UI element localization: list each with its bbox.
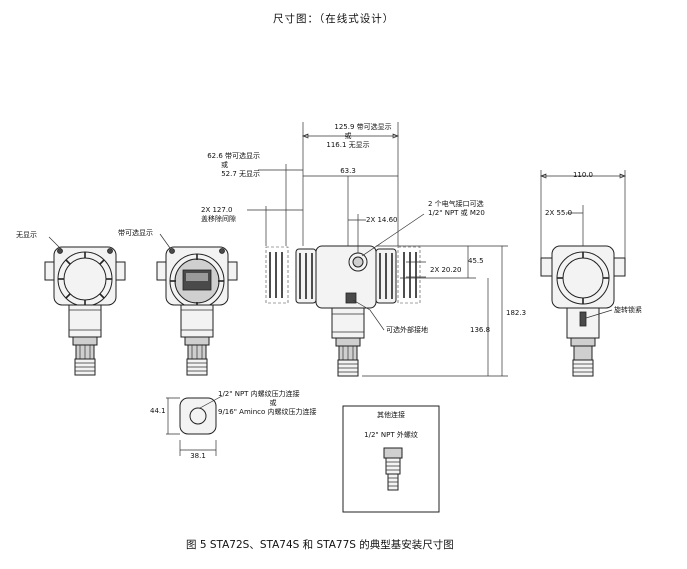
leader-no-display xyxy=(48,236,62,250)
ground-terminal xyxy=(345,292,357,304)
dim-20: 2X 20.20 xyxy=(430,266,462,274)
npt-or: 或 xyxy=(269,399,277,407)
rotation-lock-label: 旋转锁紧 xyxy=(614,306,642,314)
front-view-no-display xyxy=(44,236,126,376)
dim-45: 45.5 xyxy=(468,257,484,265)
dim-14: 2X 14.60 xyxy=(366,216,398,224)
screw xyxy=(219,248,225,254)
dim-136: 136.8 xyxy=(470,326,491,334)
electrical-entry-label: 2 个电气接口可选 xyxy=(428,200,484,208)
dim-52-no-display: 52.7 无显示 xyxy=(221,170,260,178)
screw xyxy=(107,248,113,254)
dim-55: 2X 55.0 xyxy=(545,209,573,217)
screw xyxy=(169,248,175,254)
hex-nut xyxy=(335,337,361,347)
hex-nut xyxy=(184,336,210,346)
dim-38: 38.1 xyxy=(190,452,206,460)
npt-female-label: 1/2" NPT 内螺纹压力连接 xyxy=(218,390,300,398)
leader-with-display xyxy=(159,233,171,249)
page-heading: 尺寸图：（在线式设计） xyxy=(273,13,395,25)
dim-182: 182.3 xyxy=(506,309,527,317)
other-connections-npt: 1/2" NPT 外螺纹 xyxy=(364,431,418,439)
right-cover-clearance xyxy=(397,246,421,304)
label-no-display: 无显示 xyxy=(16,231,37,239)
leader-ground xyxy=(352,299,385,331)
connection-view xyxy=(166,395,223,456)
rotation-lock-screw xyxy=(579,311,587,327)
label-with-display: 带可选显示 xyxy=(118,229,153,237)
leader-rotation-lock xyxy=(585,309,613,319)
dim-125-or: 或 xyxy=(344,132,352,140)
dim-127-note: 盖移除间隙 xyxy=(201,215,236,223)
dim-line-44 xyxy=(166,397,180,435)
dim-125-with-display: 125.9 带可选显示 xyxy=(334,123,392,131)
figure-caption: 图 5 STA72S、STA74S 和 STA77S 的典型基安装尺寸图 xyxy=(186,539,454,551)
dim-63: 63.3 xyxy=(340,167,356,175)
front-view-with-display xyxy=(156,233,238,376)
dim-line-127 xyxy=(247,206,303,246)
side-view xyxy=(247,122,508,377)
connection-port xyxy=(189,407,207,425)
other-connections-box xyxy=(342,405,440,513)
hex-nut xyxy=(72,336,98,346)
leader-electrical xyxy=(361,213,425,257)
dim-127: 2X 127.0 xyxy=(201,206,233,214)
dim-62-or: 或 xyxy=(221,161,228,169)
other-connections-title: 其他连接 xyxy=(377,411,405,419)
dim-line-38 xyxy=(179,440,217,456)
dim-116-no-display: 116.1 无显示 xyxy=(326,141,370,149)
electrical-entry-type: 1/2" NPT 或 M20 xyxy=(428,209,485,217)
side-neck xyxy=(331,307,365,339)
rear-view xyxy=(540,170,626,377)
cover-ribs xyxy=(170,254,224,308)
ground-label: 可选外部接地 xyxy=(386,326,428,334)
aminco-label: 9/16" Aminco 内螺纹压力连接 xyxy=(218,408,317,416)
cover-window xyxy=(63,257,107,301)
dim-line-110 xyxy=(540,170,626,258)
dim-line-182 xyxy=(362,245,508,377)
dim-44: 44.1 xyxy=(150,407,166,415)
screw xyxy=(57,248,63,254)
dim-62-with-display: 62.6 带可选显示 xyxy=(207,152,260,160)
lcd-screen xyxy=(186,273,208,281)
left-cover-clearance xyxy=(265,246,289,304)
dim-110: 110.0 xyxy=(572,171,594,179)
